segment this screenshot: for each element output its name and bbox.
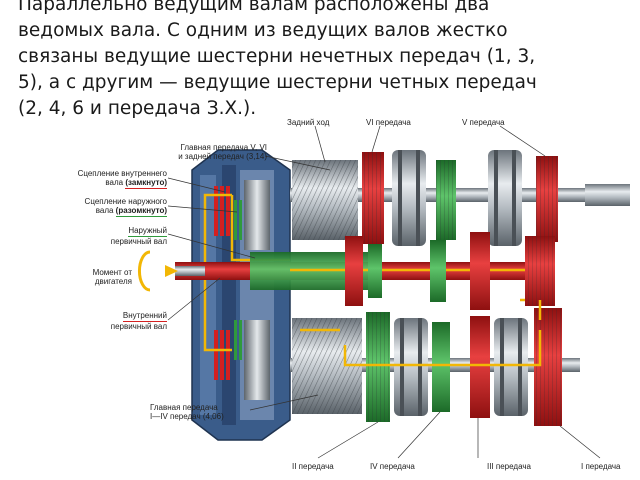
description-paragraph: Параллельно ведущим валам расположены дв… (18, 0, 638, 122)
label-text: V передача (462, 118, 505, 127)
label-final-drive-top: Главная передача V, VI и задней передач … (140, 143, 267, 161)
label-text: Сцепление внутреннего (77, 169, 167, 178)
outer-clutch-state: (разомкнуто) (115, 206, 167, 217)
label-text: первичный вал (110, 237, 167, 246)
label-text: IV передача (370, 462, 415, 471)
paragraph-line: ведомых вала. С одним из ведущих валов ж… (18, 20, 508, 41)
outer-clutch-plates (234, 200, 242, 360)
label-text: Момент от (92, 268, 132, 277)
synchro-lower-2 (494, 318, 528, 416)
label-text: Наружный (128, 226, 167, 237)
arrow-head-icon (165, 265, 178, 277)
label-gear1: I передача (581, 462, 621, 471)
label-text: и задней передач (3,14) (178, 152, 267, 161)
label-final-drive-bottom: Главная передача I—IV передач (4,06) (150, 403, 224, 421)
gear6-wheel (362, 152, 384, 244)
label-outer-clutch: Сцепление наружного вала (разомкнуто) (40, 197, 167, 217)
label-text: вала (105, 178, 124, 187)
label-text: I передача (581, 462, 621, 471)
final-drive-lower (292, 318, 362, 414)
gear4-wheel (432, 322, 450, 412)
label-inner-clutch: Сцепление внутреннего вала (замкнуто) (40, 169, 167, 189)
synchro-lower-1 (394, 318, 428, 416)
label-text: Сцепление наружного (84, 197, 167, 206)
label-text: Задний ход (287, 118, 330, 127)
clutch-housing (191, 149, 291, 441)
label-text: Главная передача V, VI (180, 143, 267, 152)
label-outer-shaft: Наружный первичный вал (40, 226, 167, 246)
inner-clutch-state: (замкнуто) (125, 178, 167, 189)
label-inner-shaft: Внутренний первичный вал (40, 311, 167, 331)
input-gears (345, 232, 555, 310)
label-text: Внутренний (122, 311, 167, 322)
gear3-wheel (470, 316, 490, 418)
label-gear2: II передача (292, 462, 334, 471)
label-text: III передача (487, 462, 531, 471)
synchro-upper-2 (488, 150, 522, 246)
gear2-wheel (366, 312, 390, 422)
paragraph-line: (2, 4, 6 и передача З.Х.). (18, 98, 257, 119)
label-reverse: Задний ход (287, 118, 329, 127)
label-gear4: IV передача (370, 462, 415, 471)
label-text: первичный вал (110, 322, 167, 331)
gear5-wheel (536, 156, 558, 242)
green-gear-upper (436, 160, 456, 240)
label-text: Главная передача (150, 403, 218, 412)
torque-flow-output (300, 300, 542, 367)
paragraph-line: Параллельно ведущим валам расположены дв… (18, 0, 490, 15)
label-engine-torque: Момент от двигателя (40, 268, 132, 286)
rotation-arrow-icon (137, 250, 151, 292)
reverse-gear (292, 160, 358, 240)
label-text: двигателя (94, 277, 132, 286)
label-text: I—IV передач (4,06) (150, 412, 224, 421)
synchro-upper-1 (392, 150, 426, 246)
label-text: VI передача (366, 118, 411, 127)
label-gear3: III передача (487, 462, 531, 471)
label-text: вала (95, 206, 114, 215)
label-gear5: V передача (462, 118, 505, 127)
leader-lines (167, 125, 601, 459)
gear1-wheel (534, 308, 562, 426)
paragraph-line: 5), а с другим — ведущие шестерни четных… (18, 72, 537, 93)
paragraph-line: связаны ведущие шестерни нечетных переда… (18, 46, 536, 67)
label-text: II передача (292, 462, 334, 471)
label-gear6: VI передача (366, 118, 411, 127)
